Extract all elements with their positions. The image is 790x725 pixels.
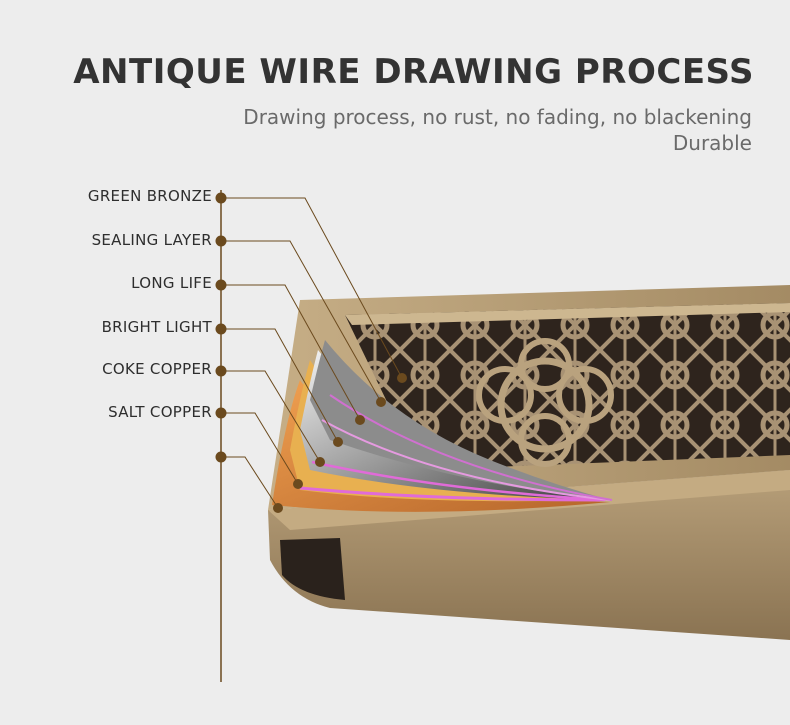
page-subtitle: Drawing process, no rust, no fading, no … xyxy=(243,104,752,156)
end-dot-long-life xyxy=(355,415,365,425)
end-dot-coke-copper xyxy=(315,457,325,467)
leader-dots xyxy=(215,192,407,513)
leader-line-bright-light xyxy=(221,328,339,443)
end-dot-base xyxy=(273,503,283,513)
dot-green-bronze xyxy=(215,192,227,204)
dot-salt-copper xyxy=(215,407,227,419)
end-dot-bright-light xyxy=(333,437,343,447)
dot-coke-copper xyxy=(215,365,227,377)
layer-label-sealing-layer: SEALING LAYER xyxy=(91,231,212,249)
coating-layers xyxy=(272,340,613,512)
leader-line-green-bronze xyxy=(221,197,403,379)
dot-long-life xyxy=(215,279,227,291)
subtitle-line-1: Drawing process, no rust, no fading, no … xyxy=(243,105,752,129)
end-dot-green-bronze xyxy=(397,373,407,383)
layer-label-long-life: LONG LIFE xyxy=(131,274,212,292)
dot-bright-light xyxy=(215,323,227,335)
leader-line-coke-copper xyxy=(221,370,321,463)
dot-base xyxy=(215,451,227,463)
layer-label-bright-light: BRIGHT LIGHT xyxy=(101,318,212,336)
dot-sealing-layer xyxy=(215,235,227,247)
layer-label-salt-copper: SALT COPPER xyxy=(108,403,212,421)
end-dot-salt-copper xyxy=(293,479,303,489)
layer-label-coke-copper: COKE COPPER xyxy=(102,360,212,378)
leader-line-long-life xyxy=(221,284,361,421)
leader-lines xyxy=(221,197,403,509)
drain-body xyxy=(268,285,790,640)
page-title: ANTIQUE WIRE DRAWING PROCESS xyxy=(73,52,754,92)
leader-line-sealing-layer xyxy=(221,240,382,403)
subtitle-line-2: Durable xyxy=(672,131,752,155)
leader-line-base xyxy=(221,456,279,509)
layer-label-green-bronze: GREEN BRONZE xyxy=(87,187,212,205)
end-dot-sealing-layer xyxy=(376,397,386,407)
leader-line-salt-copper xyxy=(221,412,299,485)
